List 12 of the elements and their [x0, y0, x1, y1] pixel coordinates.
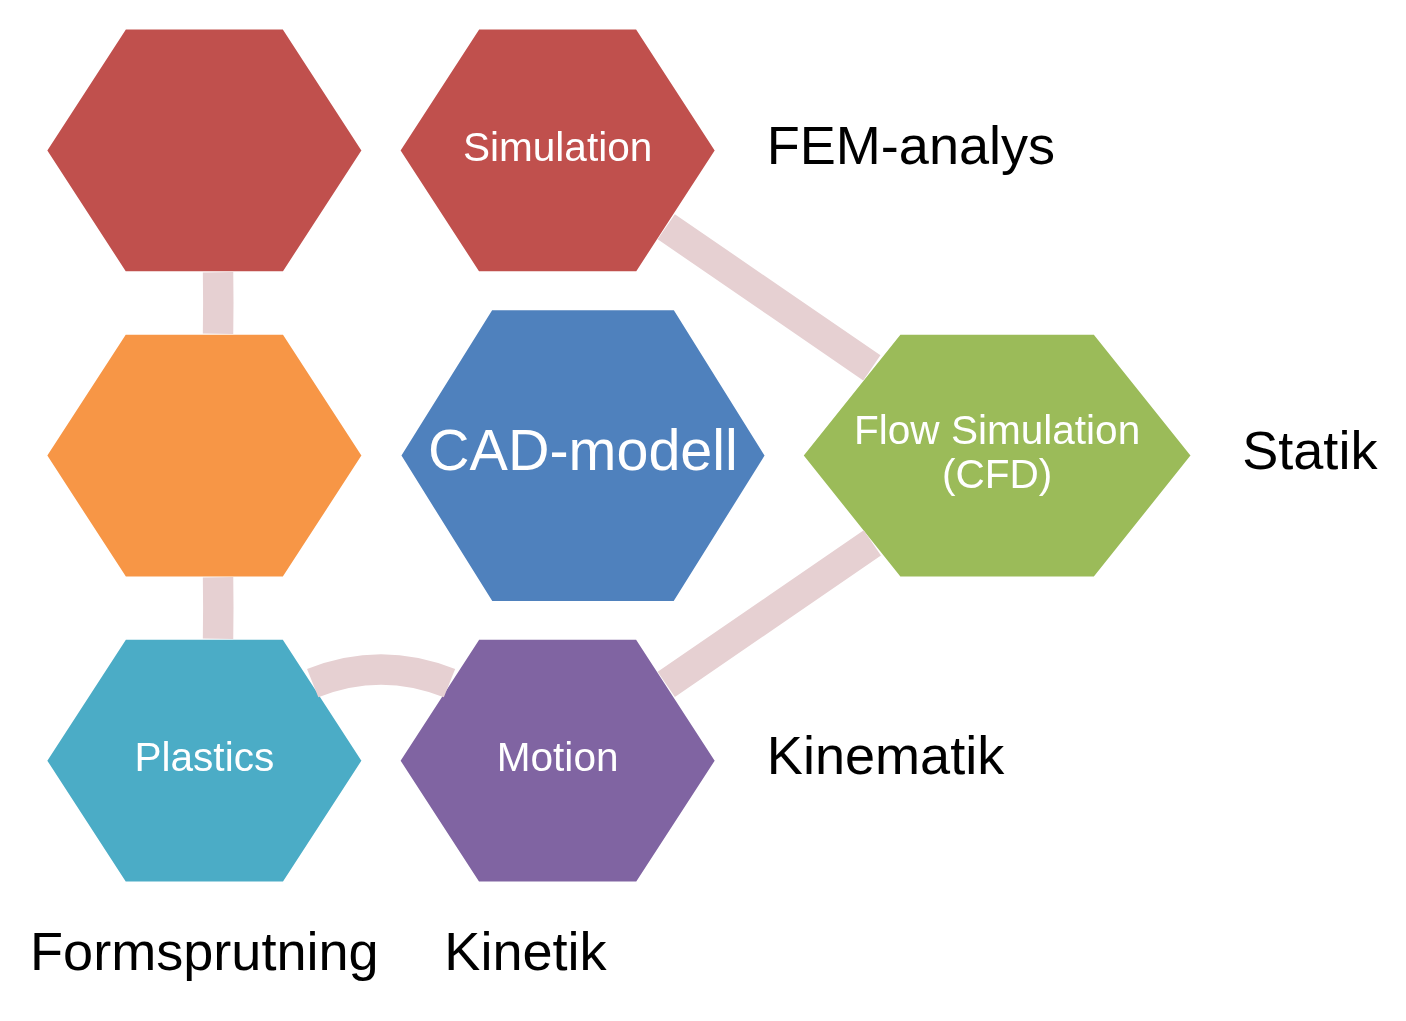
label: Kinetik — [444, 920, 607, 981]
connector — [657, 214, 881, 381]
connector — [202, 577, 234, 639]
connector — [307, 654, 455, 698]
label: Formsprutning — [30, 920, 379, 981]
label: FEM-analys — [766, 115, 1056, 176]
label: Kinematik — [766, 725, 1005, 786]
node-hexagon — [45, 27, 364, 273]
label: Statik — [1242, 420, 1378, 481]
node-hexagon — [45, 333, 364, 579]
connector — [202, 272, 234, 334]
connector — [657, 530, 881, 697]
